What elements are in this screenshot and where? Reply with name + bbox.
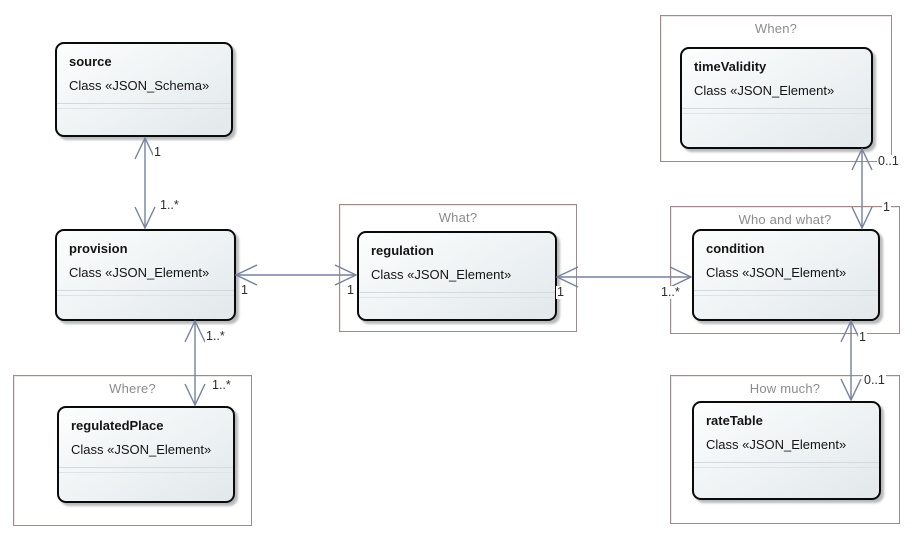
frame-where[interactable]: Where?: [13, 375, 252, 526]
compartment-separator: [694, 462, 879, 463]
class-condition[interactable]: condition Class «JSON_Element»: [692, 229, 880, 321]
class-regulatedPlace[interactable]: regulatedPlace Class «JSON_Element»: [57, 406, 235, 503]
frame-title: How much?: [749, 381, 821, 396]
compartment-separator: [682, 113, 871, 114]
class-source[interactable]: source Class «JSON_Schema»: [55, 42, 233, 137]
multiplicity-label: 1: [346, 283, 355, 297]
class-name: regulatedPlace: [71, 418, 164, 433]
class-rateTable[interactable]: rateTable Class «JSON_Element»: [692, 401, 881, 500]
compartment-separator: [57, 108, 231, 109]
class-stereotype: Class «JSON_Element»: [706, 265, 847, 280]
compartment-separator: [694, 290, 878, 291]
compartment-separator: [359, 292, 555, 293]
frame-how-much[interactable]: How much?: [670, 375, 900, 524]
connector-regulation-condition[interactable]: [555, 266, 693, 288]
multiplicity-label: 1..*: [159, 198, 180, 212]
frame-when[interactable]: When?: [660, 15, 892, 162]
frame-title: When?: [754, 21, 798, 36]
connector-timeValidity-condition[interactable]: [851, 147, 873, 230]
compartment-separator: [59, 472, 233, 473]
multiplicity-label: 1..*: [660, 285, 681, 299]
class-name: source: [69, 54, 112, 69]
class-name: timeValidity: [694, 59, 767, 74]
class-stereotype: Class «JSON_Element»: [694, 83, 835, 98]
connector-condition-rateTable[interactable]: [840, 319, 862, 402]
compartment-separator: [682, 108, 871, 109]
compartment-separator: [359, 297, 555, 298]
compartment-separator: [694, 295, 878, 296]
class-provision[interactable]: provision Class «JSON_Element»: [55, 229, 236, 321]
compartment-separator: [57, 103, 231, 104]
class-name: rateTable: [706, 413, 763, 428]
multiplicity-label: 1..*: [205, 329, 226, 343]
class-timeValidity[interactable]: timeValidity Class «JSON_Element»: [680, 47, 873, 149]
frame-title: What?: [438, 210, 478, 225]
frame-who-and-what[interactable]: Who and what?: [670, 206, 900, 334]
class-regulation[interactable]: regulation Class «JSON_Element»: [357, 231, 557, 321]
class-stereotype: Class «JSON_Element»: [371, 267, 512, 282]
multiplicity-label: 1: [858, 330, 867, 344]
class-name: regulation: [371, 243, 434, 258]
compartment-separator: [57, 295, 234, 296]
multiplicity-label: 1: [556, 285, 565, 299]
connector-provision-regulatedPlace[interactable]: [184, 319, 206, 407]
frame-title: Who and what?: [738, 212, 832, 227]
multiplicity-label: 1: [882, 200, 891, 214]
class-name: provision: [69, 241, 128, 256]
class-stereotype: Class «JSON_Element»: [71, 442, 212, 457]
frame-title: Where?: [109, 381, 156, 396]
compartment-separator: [57, 290, 234, 291]
multiplicity-label: 1: [240, 283, 249, 297]
compartment-separator: [59, 467, 233, 468]
compartment-separator: [694, 467, 879, 468]
connector-provision-regulation[interactable]: [234, 264, 358, 286]
class-name: condition: [706, 241, 765, 256]
connector-source-provision[interactable]: [134, 136, 156, 230]
multiplicity-label: 0..1: [877, 154, 900, 168]
multiplicity-label: 1..*: [211, 378, 232, 392]
class-stereotype: Class «JSON_Element»: [706, 437, 847, 452]
multiplicity-label: 1: [153, 145, 162, 159]
multiplicity-label: 0..1: [863, 373, 886, 387]
class-stereotype: Class «JSON_Schema»: [69, 78, 210, 93]
class-stereotype: Class «JSON_Element»: [69, 265, 210, 280]
